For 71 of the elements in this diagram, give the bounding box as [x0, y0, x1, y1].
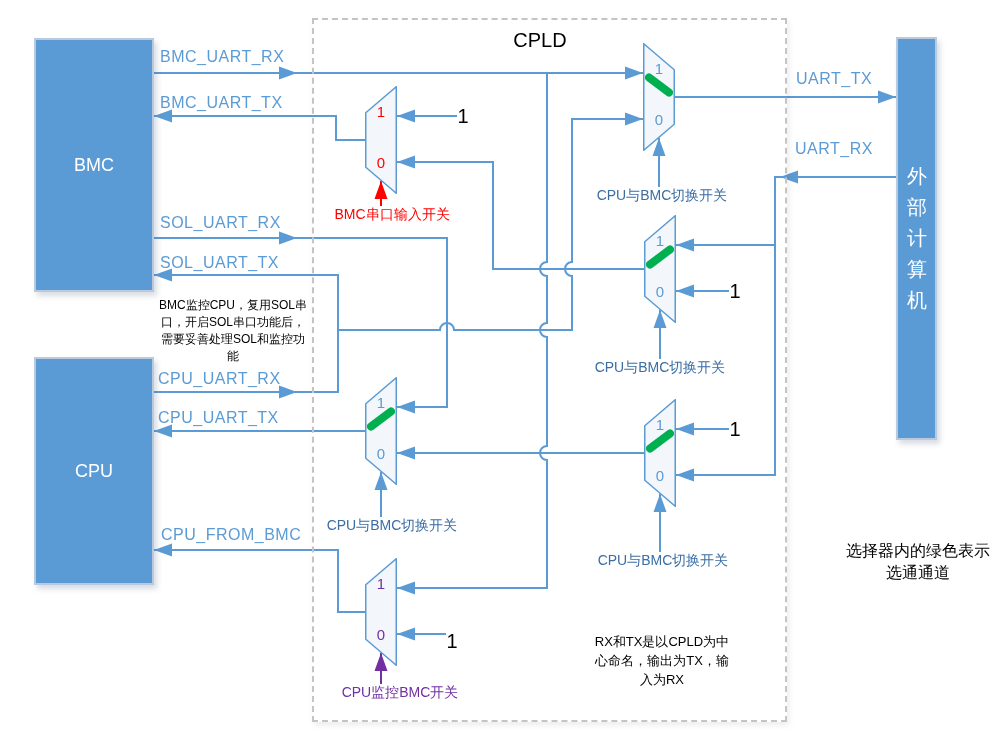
- port-label: 1: [654, 60, 664, 75]
- port-label: 0: [655, 467, 665, 483]
- port-label: 1: [655, 232, 665, 247]
- switch-label: CPU与BMC切换开关: [594, 359, 726, 375]
- arrow: [396, 446, 645, 460]
- multiplexer: [643, 43, 675, 151]
- device-box: CPU: [34, 357, 154, 585]
- port-label: 0: [376, 445, 386, 461]
- switch-label: CPU与BMC切换开关: [596, 187, 728, 203]
- multiplexer: [365, 377, 397, 485]
- port-label: 0: [655, 283, 665, 299]
- note-text: BMC监控CPU，复用SOL串口，开启SOL串口功能后，需要妥善处理SOL和监控功能: [158, 297, 308, 365]
- arrow: [396, 155, 645, 270]
- edge-label: SOL_UART_RX: [160, 214, 281, 232]
- arrow: [153, 109, 366, 141]
- arrow: [153, 424, 366, 438]
- device-box: BMC: [34, 38, 154, 292]
- arrow: [546, 66, 644, 80]
- container-frame: [312, 18, 787, 722]
- note-text: RX和TX是以CPLD为中心命名，输出为TX，输入为RX: [593, 633, 731, 689]
- arrow: [675, 244, 776, 482]
- multiplexer: [365, 558, 397, 666]
- arrow: [396, 109, 458, 123]
- arrow: [652, 137, 666, 188]
- multiplexer: [644, 215, 676, 323]
- arrow: [374, 180, 388, 207]
- arrow: [153, 268, 339, 331]
- arrow: [675, 422, 730, 436]
- arrow: [653, 493, 667, 553]
- edge-label: UART_TX: [796, 70, 873, 88]
- multiplexer: [644, 399, 676, 507]
- edge-label: CPU_FROM_BMC: [161, 526, 302, 544]
- port-label: 0: [376, 626, 386, 642]
- switch-label: BMC串口输入开关: [334, 206, 450, 222]
- device-box: 外部计算机: [896, 37, 937, 440]
- arrow: [396, 627, 447, 641]
- arrow: [653, 309, 667, 360]
- port-label: 1: [376, 103, 386, 118]
- arrow: [674, 90, 897, 104]
- arrow: [396, 72, 548, 595]
- arrow: [153, 329, 339, 399]
- edge-label: BMC_UART_TX: [160, 94, 283, 112]
- port-label: 0: [654, 111, 664, 127]
- arrow: [153, 66, 548, 80]
- constant-label: 1: [446, 630, 458, 652]
- port-label: 1: [655, 416, 665, 431]
- arrow: [675, 238, 776, 252]
- arrow: [337, 112, 644, 331]
- edge-label: BMC_UART_RX: [160, 48, 285, 66]
- port-label: 1: [376, 394, 386, 409]
- switch-label: CPU与BMC切换开关: [597, 552, 729, 568]
- arrow: [675, 284, 730, 298]
- arrow: [153, 543, 366, 613]
- arrow: [153, 231, 448, 414]
- port-label: 1: [376, 575, 386, 590]
- switch-label: CPU监控BMC开关: [341, 684, 459, 700]
- switch-label: CPU与BMC切换开关: [326, 517, 458, 533]
- constant-label: 1: [729, 280, 741, 302]
- multiplexer: [365, 86, 397, 194]
- edge-label: SOL_UART_TX: [160, 254, 280, 272]
- note-text: 选择器内的绿色表示选通通道: [845, 541, 991, 583]
- arrow: [374, 471, 388, 518]
- constant-label: 1: [457, 105, 469, 127]
- arrow: [774, 170, 897, 246]
- constant-label: 1: [729, 418, 741, 440]
- arrow: [374, 652, 388, 685]
- edge-label: CPU_UART_TX: [158, 409, 279, 427]
- frame-title: CPLD: [513, 29, 567, 51]
- edge-label: UART_RX: [795, 140, 873, 158]
- port-label: 0: [376, 154, 386, 170]
- edge-label: CPU_UART_RX: [158, 370, 281, 388]
